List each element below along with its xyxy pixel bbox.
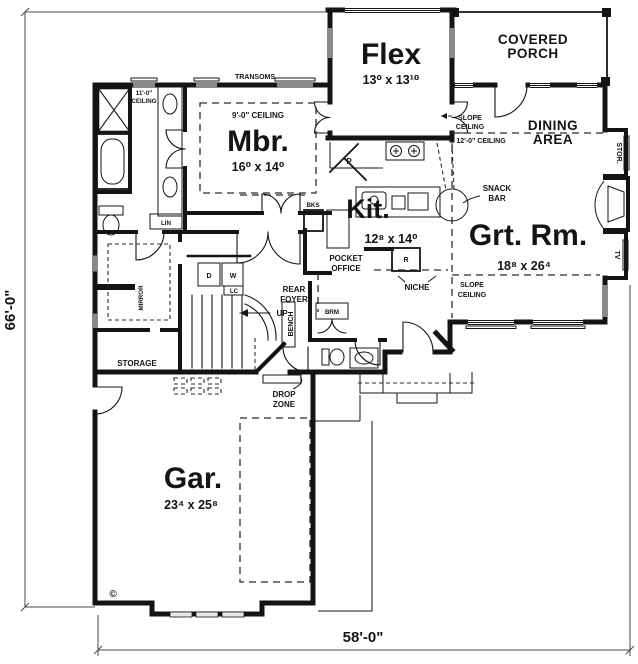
label-tv: TV (613, 251, 620, 260)
vanity (157, 86, 183, 217)
laundry-cabinet (223, 285, 244, 296)
mirror-wall (95, 284, 135, 290)
pantry-corner (328, 142, 368, 182)
width-dimension: 58'-0" (343, 629, 384, 646)
drop-zone-bench (262, 374, 302, 384)
tub (96, 133, 130, 190)
label-pocket-office-2: OFFICE (331, 264, 361, 273)
room-dims-mbr: 16⁰ x 14⁰ (232, 160, 285, 174)
fixtures-master-bath (96, 86, 183, 321)
label-snack-bar-2: BAR (488, 194, 506, 203)
dimension-lines: 66'-0" 58'-0" (2, 7, 635, 656)
interior-walls (93, 83, 456, 375)
label-dining-1: DINING (528, 118, 578, 133)
pocket-office-desk (326, 209, 350, 249)
label-pantry: P (346, 157, 352, 166)
label-slope-ceiling-bottom-2: CEILING (458, 292, 487, 299)
mbr-ceiling-break (199, 102, 317, 194)
shower (96, 86, 132, 134)
windows (92, 7, 630, 332)
label-dryer: D (206, 273, 211, 280)
fireplace-box (607, 185, 625, 223)
stairs (191, 262, 277, 370)
room-name-great-room: Grt. Rm. (469, 219, 587, 252)
linen-closet (149, 213, 183, 230)
labels: TRANSOMS 11'-0" CEILING 9'-0" CEILING Mb… (109, 32, 622, 600)
garage-door-panel (221, 611, 245, 618)
bench-seat (281, 301, 296, 348)
height-dimension: 66'-0" (2, 290, 19, 331)
dryer-box (197, 262, 221, 287)
label-snack-bar-1: SNACK (483, 184, 512, 193)
label-lin: LIN (161, 220, 171, 227)
label-ceiling-11-1: 11'-0" (136, 90, 153, 97)
label-pocket-office-1: POCKET (329, 254, 362, 263)
label-dining-2: AREA (533, 132, 573, 147)
entry-stoop (358, 372, 474, 404)
ceiling-lines (199, 102, 604, 318)
bookshelf (303, 209, 324, 232)
room-dims-flex: 13⁰ x 13¹⁰ (363, 73, 420, 87)
fixtures-right-wall (594, 180, 625, 230)
label-niche: NICHE (405, 283, 431, 292)
label-mirror: MIRROR (138, 285, 145, 311)
island (355, 186, 441, 218)
label-rear-foyer-1: REAR (283, 285, 306, 294)
garage-bay-dashed (239, 417, 311, 583)
refrigerator (391, 247, 421, 272)
garage-elements (169, 374, 311, 618)
label-drop-zone-1: DROP (272, 390, 296, 399)
label-covered-porch-2: PORCH (507, 46, 558, 61)
label-mbr-ceiling: 9'-0" CEILING (232, 111, 284, 120)
label-brm: BRM (325, 309, 339, 316)
sink-1 (162, 93, 178, 115)
powder-vanity (349, 347, 379, 369)
label-transoms: TRANSOMS (235, 74, 275, 81)
label-storage: STORAGE (117, 359, 157, 368)
label-ceiling-12: 12'-0" CEILING (456, 138, 506, 145)
label-fridge: R (403, 257, 408, 264)
label-rear-foyer-2: FOYER (280, 295, 308, 304)
copyright-mark: © (109, 589, 117, 600)
garage-door-panel (169, 611, 193, 618)
room-name-flex: Flex (361, 38, 421, 71)
label-slope-ceiling-top-2: CEILING (456, 124, 485, 131)
room-name-garage: Gar. (164, 462, 222, 495)
label-drop-zone-2: ZONE (273, 400, 296, 409)
room-name-kitchen: Kit. (346, 194, 390, 224)
room-name-mbr: Mbr. (227, 125, 289, 158)
powder-toilet (329, 348, 345, 366)
room-dims-kitchen: 12⁸ x 14⁰ (364, 232, 417, 246)
toilet-tank (98, 205, 124, 216)
toilet (102, 214, 120, 236)
garage-door-panel (195, 611, 219, 618)
hearth (594, 180, 605, 230)
doors (94, 84, 528, 415)
room-dims-garage: 23⁴ x 25⁸ (164, 498, 218, 512)
label-bks: BKS (306, 202, 319, 209)
room-dims-great-room: 18⁸ x 26⁴ (497, 259, 551, 273)
powder-sink (354, 351, 374, 365)
label-slope-ceiling-bottom-1: SLOPE (460, 282, 484, 289)
label-ceiling-11-2: CEILING (131, 98, 156, 105)
label-up: UP (276, 309, 288, 318)
closet-shelves (107, 243, 171, 321)
island-sink (361, 191, 387, 210)
label-bench: BENCH (288, 312, 295, 337)
powder-toilet-tank (321, 348, 330, 366)
up-arrow (240, 309, 248, 317)
label-lc: LC (230, 288, 239, 295)
label-covered-porch-1: COVERED (498, 32, 568, 47)
fixtures-kitchen (303, 141, 469, 272)
fixtures-powder (281, 301, 379, 369)
label-slope-ceiling-top-1: SLOPE (458, 115, 482, 122)
label-washer: W (230, 273, 237, 280)
label-stor: STOR. (615, 142, 622, 163)
sink-2 (162, 176, 178, 198)
cooktop (385, 141, 425, 161)
exterior-walls (92, 7, 630, 617)
